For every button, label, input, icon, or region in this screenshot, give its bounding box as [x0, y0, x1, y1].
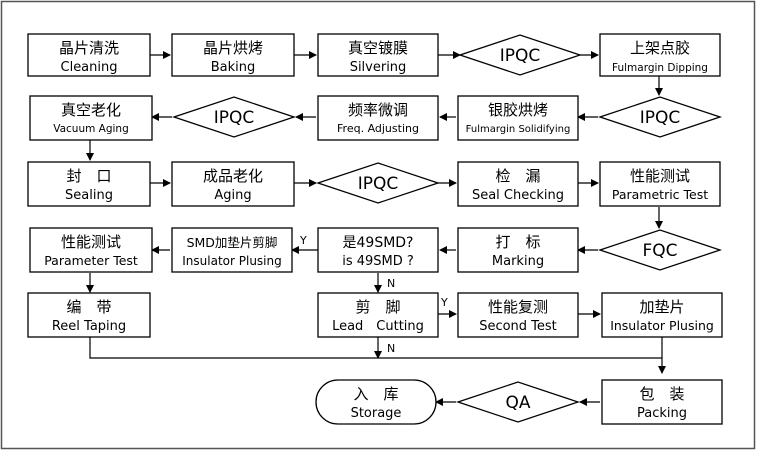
node-aging-zh: 成品老化: [203, 167, 263, 185]
node-second-test-zh: 性能复测: [488, 298, 548, 316]
node-fqc: FQC: [597, 229, 723, 271]
node-seal-checking-zh: 检 漏: [495, 167, 540, 185]
branch-label-y-smd: Y: [299, 234, 307, 247]
node-is-49smd-en: is 49SMD ?: [342, 254, 414, 269]
node-ipqc1: IPQC: [457, 34, 583, 76]
node-lead-cutting-zh: 剪 脚: [355, 298, 400, 316]
node-cleaning-en: Cleaning: [61, 60, 118, 75]
node-cleaning-zh: 晶片清洗: [59, 39, 119, 57]
node-ipqc2: IPQC: [171, 96, 297, 138]
node-fulmargin-dipping-en: Fulmargin Dipping: [612, 62, 708, 74]
node-baking-en: Baking: [211, 60, 256, 75]
branch-label-n-bypass: N: [387, 342, 395, 355]
node-packing: 包 装 Packing: [601, 379, 723, 425]
node-vacuum-aging-zh: 真空老化: [61, 101, 121, 119]
node-fulmargin-dipping-zh: 上架点胶: [630, 39, 690, 57]
node-parametric-test: 性能测试 Parametric Test: [599, 161, 721, 207]
node-storage-zh: 入 库: [353, 385, 398, 403]
connectors: [86, 51, 666, 406]
node-ipqc4-label: IPQC: [358, 174, 399, 194]
node-lead-cutting: 剪 脚 Lead Cutting: [317, 292, 439, 338]
node-parametric-test-en: Parametric Test: [612, 187, 708, 202]
node-storage: 入 库 Storage: [315, 379, 437, 425]
node-packing-en: Packing: [637, 406, 687, 421]
node-parametric-test-zh: 性能测试: [630, 167, 690, 185]
node-parameter-test: 性能测试 Parameter Test: [29, 227, 153, 273]
node-insulator-plusing-en: Insulator Plusing: [610, 318, 714, 333]
line-reel-to-bus: [89, 337, 378, 359]
node-sealing-zh: 封 口: [66, 167, 111, 185]
node-fulmargin-solidifying-en: Fulmargin Solidifying: [466, 124, 571, 135]
node-fulmargin-dipping: 上架点胶 Fulmargin Dipping: [599, 33, 721, 77]
node-baking: 晶片烘烤 Baking: [171, 33, 295, 77]
node-parameter-test-zh: 性能测试: [61, 233, 121, 251]
node-qa: QA: [455, 381, 581, 423]
node-reel-taping-zh: 编 带: [66, 298, 111, 316]
node-is-49smd: 是49SMD? is 49SMD ?: [317, 227, 439, 273]
node-cleaning: 晶片清洗 Cleaning: [27, 33, 151, 77]
node-parameter-test-en: Parameter Test: [44, 253, 138, 268]
branch-label-y-second: Y: [440, 296, 448, 309]
node-silvering: 真空镀膜 Silvering: [317, 33, 439, 77]
node-smd-insulator-plusing-zh: SMD加垫片剪脚: [187, 235, 278, 250]
node-freq-adjusting-en: Freq. Adjusting: [337, 122, 419, 135]
node-fqc-label: FQC: [642, 241, 677, 261]
node-ipqc3-label: IPQC: [640, 108, 681, 128]
node-second-test-en: Second Test: [479, 319, 557, 334]
node-sealing-en: Sealing: [65, 188, 113, 203]
node-sealing: 封 口 Sealing: [27, 161, 151, 207]
node-aging: 成品老化 Aging: [171, 161, 295, 207]
node-silvering-en: Silvering: [350, 60, 407, 75]
node-baking-zh: 晶片烘烤: [203, 39, 263, 57]
node-fulmargin-solidifying-zh: 银胶烘烤: [488, 101, 548, 119]
node-lead-cutting-en: Lead Cutting: [332, 319, 424, 334]
node-reel-taping-en: Reel Taping: [52, 319, 126, 334]
node-smd-insulator-plusing: SMD加垫片剪脚 Insulator Plusing: [171, 227, 293, 273]
node-marking: 打 标 Marking: [457, 227, 579, 273]
node-vacuum-aging: 真空老化 Vacuum Aging: [29, 95, 153, 141]
node-ipqc4: IPQC: [315, 162, 441, 204]
node-insulator-plusing-zh: 加垫片: [639, 298, 684, 316]
node-is-49smd-zh: 是49SMD?: [343, 235, 414, 251]
node-qa-label: QA: [505, 393, 530, 413]
node-insulator-plusing: 加垫片 Insulator Plusing: [601, 292, 723, 338]
node-ipqc1-label: IPQC: [500, 46, 541, 66]
node-reel-taping: 编 带 Reel Taping: [27, 292, 151, 338]
node-ipqc2-label: IPQC: [214, 108, 255, 128]
node-fulmargin-solidifying: 银胶烘烤 Fulmargin Solidifying: [457, 95, 579, 141]
node-packing-zh: 包 装: [639, 385, 684, 403]
branch-label-n-lead: N: [387, 277, 395, 290]
node-vacuum-aging-en: Vacuum Aging: [53, 123, 129, 135]
node-silvering-zh: 真空镀膜: [348, 39, 408, 57]
node-ipqc3: IPQC: [597, 96, 723, 138]
node-seal-checking-en: Seal Checking: [472, 188, 564, 203]
node-marking-en: Marking: [492, 254, 544, 269]
node-second-test: 性能复测 Second Test: [457, 292, 579, 338]
node-storage-en: Storage: [351, 406, 402, 421]
node-smd-insulator-plusing-en: Insulator Plusing: [182, 254, 281, 268]
node-freq-adjusting-zh: 频率微调: [348, 101, 408, 119]
node-aging-en: Aging: [214, 188, 251, 203]
node-freq-adjusting: 频率微调 Freq. Adjusting: [317, 95, 439, 141]
node-seal-checking: 检 漏 Seal Checking: [457, 161, 579, 207]
node-marking-zh: 打 标: [495, 233, 540, 251]
